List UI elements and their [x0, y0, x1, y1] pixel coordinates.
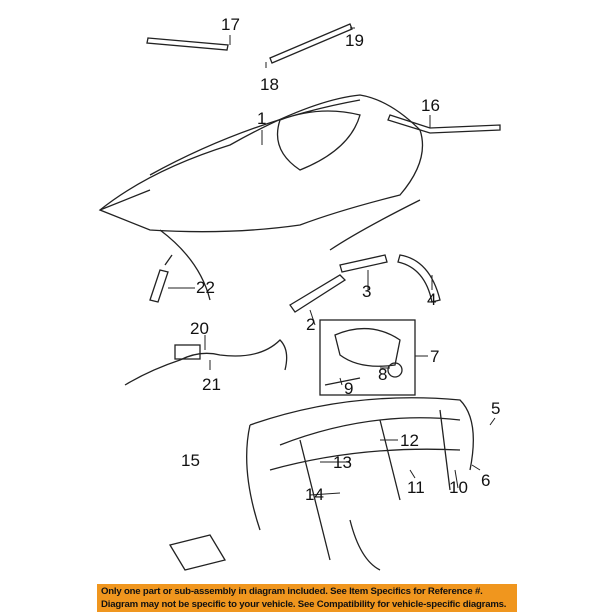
callout-12: 12 — [400, 431, 419, 450]
weatherstrip-2 — [289, 274, 347, 313]
callout-17: 17 — [221, 15, 240, 34]
callout-5: 5 — [491, 399, 501, 418]
callout-22: 22 — [196, 278, 215, 297]
callout-14: 14 — [305, 485, 324, 504]
motor — [174, 344, 201, 360]
weatherstrip-19 — [269, 23, 353, 64]
callout-21: 21 — [202, 375, 221, 394]
weatherstrip-4 — [397, 254, 441, 303]
knob-8 — [387, 362, 403, 378]
callout-6: 6 — [481, 471, 491, 490]
callout-8: 8 — [378, 365, 388, 384]
callout-4: 4 — [427, 290, 437, 309]
part-15 — [168, 534, 227, 571]
latch — [324, 327, 401, 386]
callout-13: 13 — [333, 453, 352, 472]
weatherstrip-17 — [146, 37, 229, 51]
callout-15: 15 — [181, 451, 200, 470]
weatherstrip-16 — [387, 114, 501, 134]
callout-1: 1 — [257, 109, 267, 128]
callout-3: 3 — [362, 282, 372, 301]
callout-2: 2 — [306, 315, 316, 334]
latch-box-7 — [319, 319, 416, 396]
callout-20: 20 — [190, 319, 209, 338]
callout-16: 16 — [421, 96, 440, 115]
cylinder-22 — [149, 254, 173, 303]
leader-lines — [168, 27, 496, 496]
body-lines — [99, 189, 421, 301]
callout-7: 7 — [430, 347, 440, 366]
disclaimer-line-2: Diagram may not be specific to your vehi… — [101, 599, 507, 610]
roof-detail — [149, 99, 361, 176]
disclaimer-line-1: Only one part or sub-assembly in diagram… — [101, 586, 483, 597]
harness-21 — [124, 339, 288, 386]
weatherstrip-3 — [339, 254, 388, 273]
callout-18: 18 — [260, 75, 279, 94]
callout-11: 11 — [407, 478, 425, 497]
disclaimer-banner: Only one part or sub-assembly in diagram… — [97, 584, 517, 612]
top-frame — [246, 397, 474, 571]
callout-10: 10 — [449, 478, 468, 497]
callout-9: 9 — [344, 379, 354, 398]
callout-19: 19 — [345, 31, 364, 50]
